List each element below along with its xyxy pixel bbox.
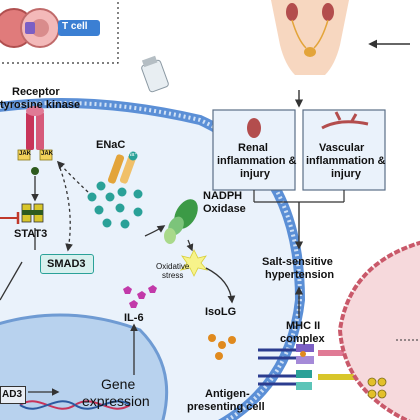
cell-membrane-inner: [0, 100, 303, 420]
renal-label-line1: Renal: [238, 142, 268, 154]
smad3-dna-box: [0, 386, 26, 404]
nadph-label-line2: Oxidase: [203, 203, 246, 215]
blood-vessel-icon: [321, 111, 369, 130]
smad3-box: [40, 254, 94, 274]
dna-strand-2: [19, 400, 131, 410]
smad3-label: SMAD3: [47, 258, 86, 270]
ssh-label-line1: Salt-sensitive: [262, 256, 333, 268]
stat3-icon: [21, 203, 44, 223]
t-cell-label: T cell: [62, 21, 88, 32]
receptor-label-line1: Receptor: [12, 86, 60, 98]
il6-molecules: [123, 285, 157, 308]
ssh-label-line2: hypertension: [265, 269, 335, 281]
receptor-tyrosine-kinase-icon: [17, 106, 53, 175]
kidney-left-icon: [286, 3, 298, 21]
jak-left-icon: [17, 149, 31, 161]
sodium-ions: [87, 151, 143, 229]
phosphate-icon: [31, 167, 39, 175]
vascular-label-line3: injury: [331, 168, 361, 180]
apc-label-line1: Antigen-: [205, 388, 250, 400]
oxidative-stress-icon: [179, 249, 209, 277]
isolg-molecule-icon: [218, 341, 226, 349]
right-t-cell: [337, 240, 420, 420]
human-body-icon: [271, 0, 349, 75]
injury-boxes: [212, 90, 386, 318]
smad3-dna-label: AD3: [2, 389, 23, 400]
nadph-oxidase-icon: [164, 199, 198, 244]
il6-molecule-icon: [137, 291, 146, 299]
sodium-ion-icon: [115, 203, 125, 213]
oxidative-label-line1: Oxidative: [156, 262, 190, 271]
vascular-label-line2: inflammation &: [306, 155, 386, 167]
vascular-label-line1: Vascular: [319, 142, 365, 154]
renal-label-line3: injury: [240, 168, 270, 180]
gene-label-line2: expression: [82, 393, 150, 409]
renal-label-line2: inflammation &: [217, 155, 297, 167]
mhc-label-line2: complex: [280, 333, 325, 345]
nadph-label-line1: NADPH: [203, 190, 243, 202]
mhc-label-line1: MHC II: [286, 320, 321, 332]
sodium-ion-icon: [120, 219, 130, 229]
isolg-molecule-icon: [228, 336, 236, 344]
gene-label-line1: Gene: [101, 376, 136, 392]
sodium-ion-icon: [117, 187, 127, 197]
jak-right-label: JAK: [41, 151, 54, 157]
nucleus: [0, 313, 169, 420]
isolg-molecules: [208, 334, 236, 360]
il6-molecule-icon: [123, 286, 132, 294]
il6-label: IL-6: [124, 312, 144, 324]
sodium-ion-icon: [133, 207, 143, 217]
sodium-ion-icon: [94, 205, 104, 215]
stat3-label: STAT3: [14, 228, 48, 240]
kidney-right-icon: [322, 3, 334, 21]
sodium-ion-icon: [105, 192, 115, 202]
sodium-label: Na⁺: [128, 152, 138, 158]
il6-molecule-icon: [129, 300, 138, 308]
mhc-ii-complex-icon: [258, 344, 358, 390]
sodium-ion-icon: [133, 189, 143, 199]
kidney-icon: [247, 118, 261, 138]
isolg-label: IsoLG: [205, 306, 237, 318]
oxidative-label-line2: stress: [162, 271, 184, 280]
t-cell-badge: [58, 20, 100, 36]
vial-icon: [141, 55, 169, 93]
il6-molecule-icon: [148, 285, 157, 293]
sodium-ion-icon: [87, 192, 97, 202]
isolg-molecule-icon: [215, 352, 223, 360]
sodium-ion-icon: [96, 181, 106, 191]
apc-label-line2: presenting cell: [187, 401, 265, 413]
sodium-ion-icon: [102, 218, 112, 228]
jak-left-label: JAK: [19, 151, 32, 157]
sodium-ion-icon: [128, 151, 138, 161]
inhibitor-icon: [0, 212, 20, 224]
enac-label: ENaC: [96, 139, 126, 151]
isolg-molecule-icon: [208, 334, 216, 342]
jak-right-icon: [39, 149, 53, 161]
pathway-arrows: [0, 160, 236, 396]
enac-channel-icon: [107, 154, 137, 184]
receptor-label-line2: tyrosine kinase: [0, 99, 81, 111]
